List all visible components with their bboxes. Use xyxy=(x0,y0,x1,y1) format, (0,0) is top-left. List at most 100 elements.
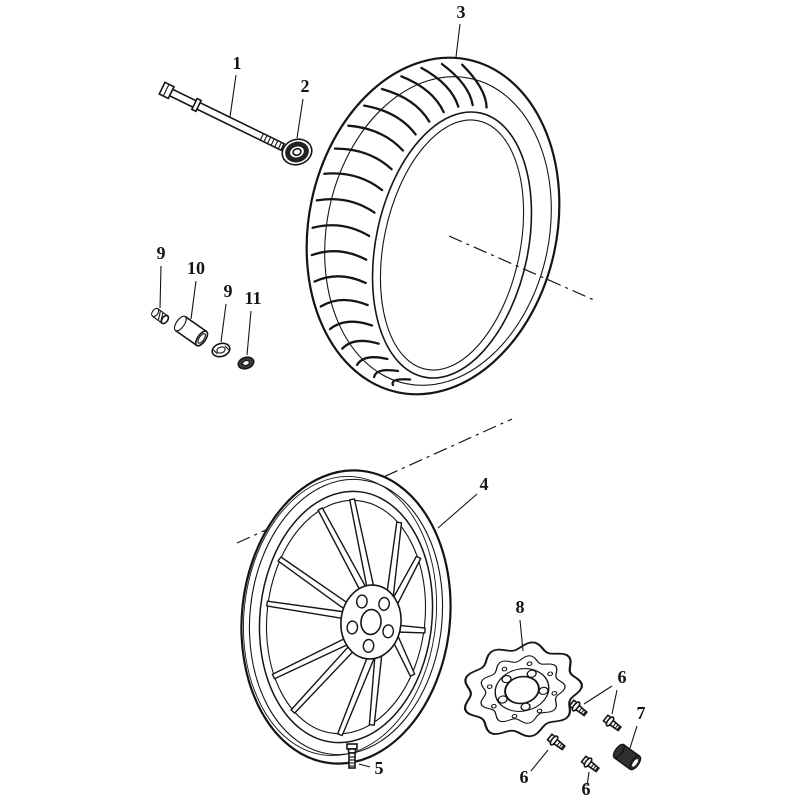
leader-8 xyxy=(519,619,524,652)
tread-groove xyxy=(400,75,445,114)
tire-tread xyxy=(310,62,488,387)
callout-4: 4 xyxy=(480,474,489,494)
thread-line xyxy=(274,140,279,148)
wheel-hub-holes xyxy=(346,594,395,653)
hub-bolt-hole xyxy=(378,596,391,611)
callout-3: 3 xyxy=(457,2,466,22)
bolt-shaft xyxy=(608,719,622,732)
disc-bolt-2 xyxy=(602,714,622,732)
callout-6a: 6 xyxy=(618,667,627,687)
disc-rivet xyxy=(547,671,554,677)
thread-line xyxy=(612,722,617,728)
bushing-top-line xyxy=(623,744,641,758)
tread-groove xyxy=(313,275,367,285)
disc-rivet xyxy=(501,666,508,672)
axis-line-wheel xyxy=(236,418,513,544)
leader-11 xyxy=(246,310,252,356)
leader-3 xyxy=(455,23,461,58)
wheel-spokes xyxy=(266,498,426,737)
callout-8: 8 xyxy=(516,597,525,617)
disc-bolt-3 xyxy=(546,733,566,751)
callout-1: 1 xyxy=(233,53,242,73)
axle-head-facet xyxy=(162,84,170,97)
thread-line xyxy=(594,766,599,772)
seal-end-back xyxy=(151,307,160,318)
bushing-bottom-line xyxy=(613,756,631,770)
callout-5: 5 xyxy=(375,758,384,778)
seal-ring-hatch xyxy=(213,349,218,355)
callout-9b: 9 xyxy=(224,281,233,301)
disc-rivet xyxy=(526,661,533,667)
leader-2 xyxy=(296,98,304,139)
thread-line xyxy=(616,725,621,731)
tread-groove xyxy=(311,224,371,238)
disc-rivet xyxy=(536,708,543,714)
leader-1 xyxy=(229,74,237,118)
thread-line xyxy=(582,710,587,716)
tire-bead-inner xyxy=(379,119,525,371)
callout-9a: 9 xyxy=(157,243,166,263)
tread-groove xyxy=(323,172,384,192)
callout-6c: 6 xyxy=(582,779,591,799)
leader-6a xyxy=(583,685,613,705)
collar-bore xyxy=(292,147,302,157)
seal-body-fill xyxy=(152,308,168,324)
thread-line xyxy=(592,765,597,770)
tube-top-line xyxy=(184,315,207,333)
disc-bolt-1 xyxy=(568,699,588,717)
tread-groove xyxy=(363,104,417,136)
axis-lines xyxy=(236,235,595,544)
tread-groove xyxy=(355,356,389,367)
wheel xyxy=(240,469,452,765)
disc-bolt-hole xyxy=(501,674,512,684)
tread-groove xyxy=(372,368,400,379)
axle-collar xyxy=(281,138,313,166)
bolt-shaft xyxy=(552,738,566,751)
tube-end-back xyxy=(173,315,187,332)
bushing-bore xyxy=(632,759,639,767)
leader-4 xyxy=(437,493,478,529)
thread-line xyxy=(259,133,264,141)
leader-5 xyxy=(358,763,371,768)
tread-groove xyxy=(461,63,488,109)
callout-6b: 6 xyxy=(520,767,529,787)
bolt-shaft xyxy=(574,704,588,717)
seal-hatch xyxy=(160,312,164,322)
tread-groove xyxy=(380,87,431,123)
tube-bottom-line xyxy=(175,329,198,347)
wheel-rim-inner xyxy=(258,490,434,744)
wheel-rim-lip xyxy=(248,478,444,756)
thread-line xyxy=(590,763,595,769)
thread-line xyxy=(266,136,272,144)
seal-bottom-line xyxy=(152,315,163,324)
tread-groove xyxy=(333,147,393,171)
tread-groove xyxy=(420,66,460,108)
seal-hatch xyxy=(157,311,161,320)
disc-bolt-hole xyxy=(520,702,531,711)
disc-bolt-4 xyxy=(580,755,600,773)
hub-bolt-hole xyxy=(355,594,368,609)
hub-bolt-hole xyxy=(382,624,395,639)
disc-bolt-hole xyxy=(526,669,537,678)
bolt-shaft xyxy=(586,760,600,773)
seal-top-line xyxy=(157,308,168,317)
tread-groove xyxy=(319,298,369,308)
tread-groove xyxy=(315,197,376,214)
hub-bolt-hole xyxy=(346,620,359,635)
wheel-rim-barrel xyxy=(242,475,438,757)
thread-line xyxy=(270,138,275,146)
callout-7: 7 xyxy=(637,703,646,723)
thread-line xyxy=(614,724,619,729)
nut-bore xyxy=(242,360,250,366)
tire-shoulder-line xyxy=(324,76,552,386)
leader-lines xyxy=(159,23,638,787)
disc-rivet xyxy=(511,713,518,719)
hub-bolt-hole xyxy=(362,638,375,653)
tread-groove xyxy=(341,339,380,350)
leader-7 xyxy=(629,725,638,749)
leader-6c xyxy=(530,749,549,772)
seal-end-front xyxy=(160,314,170,325)
wheel-spoke-bed xyxy=(265,499,427,735)
axle-shaft xyxy=(168,88,286,152)
hub-spacer-tube xyxy=(173,315,209,347)
